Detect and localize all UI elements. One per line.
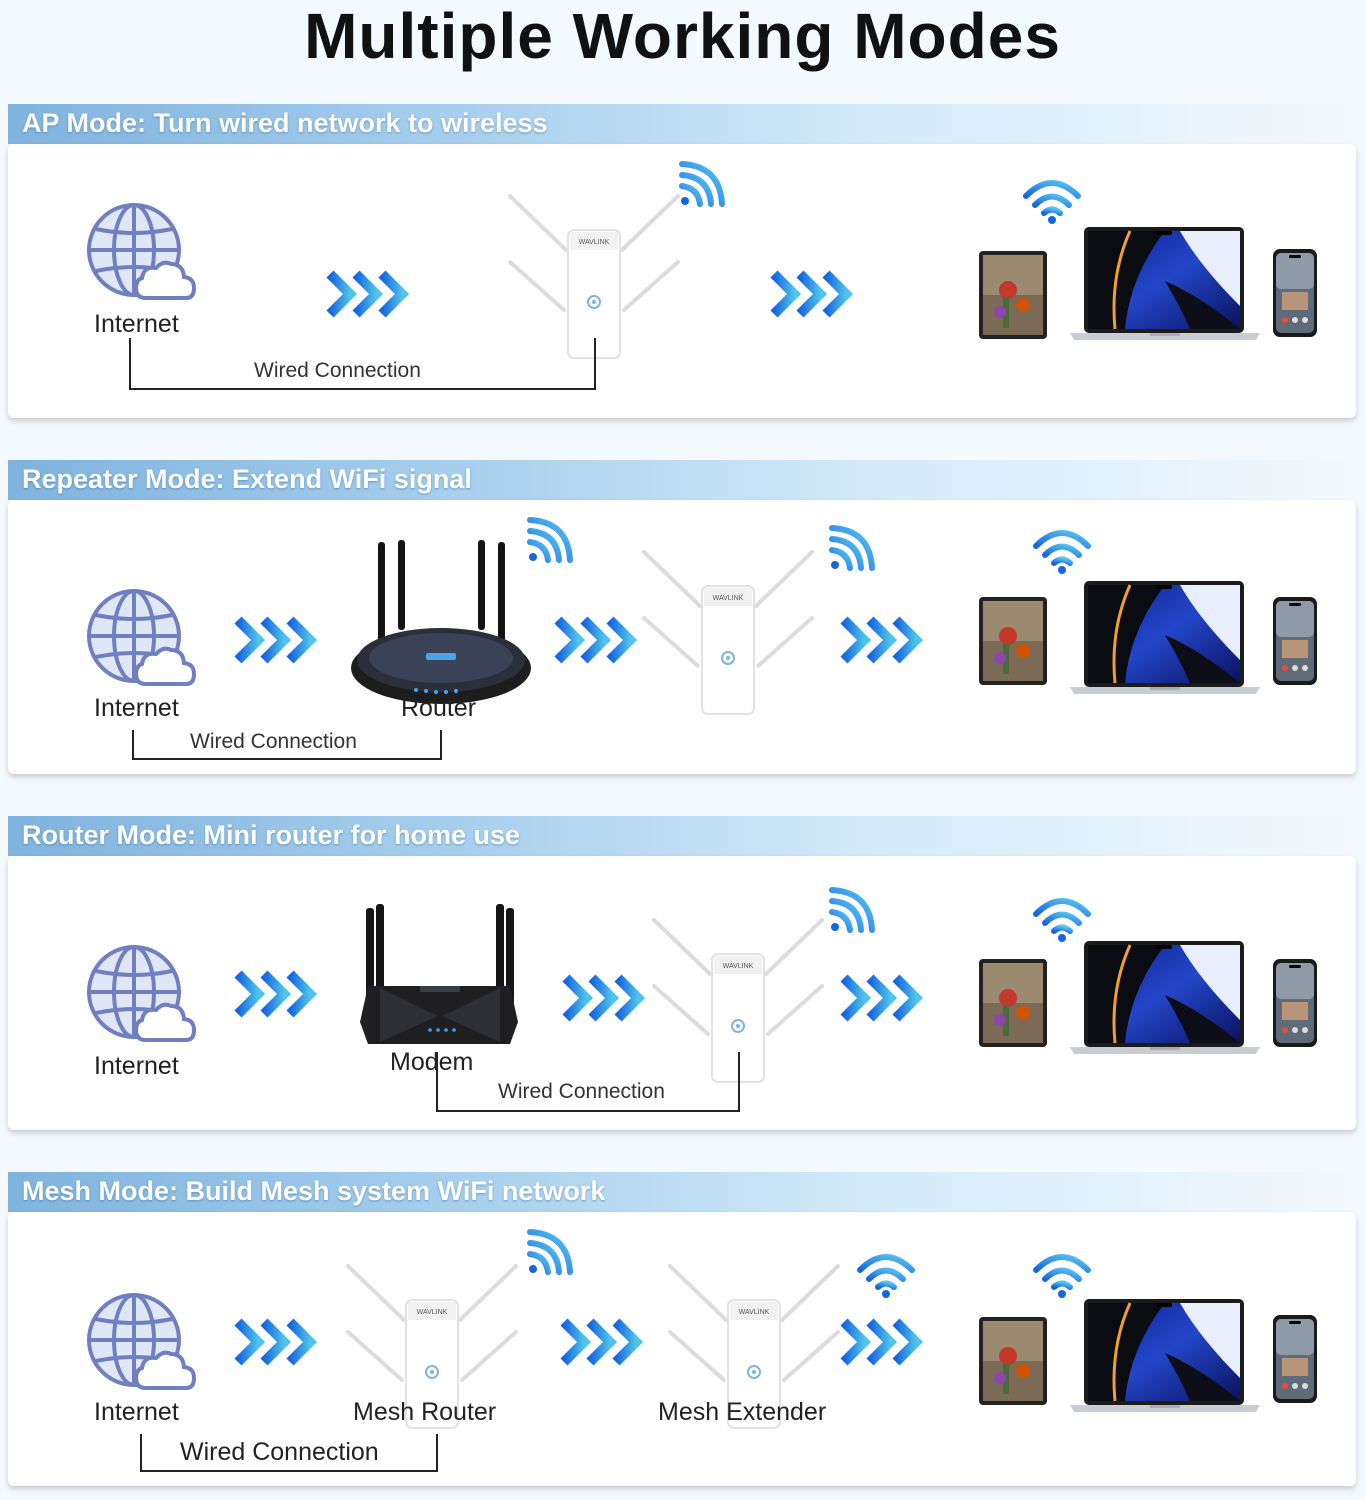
tablet-icon — [978, 250, 1048, 340]
laptop-icon — [1070, 226, 1260, 346]
laptop-icon — [1070, 940, 1260, 1060]
section-header-band: Mesh Mode: Build Mesh system WiFi networ… — [8, 1172, 1356, 1212]
phone-icon — [1272, 958, 1318, 1048]
arrow-chevrons-icon — [840, 614, 930, 666]
arrow-chevrons-icon — [560, 1316, 650, 1368]
section-heading: Mesh Mode: Build Mesh system WiFi networ… — [22, 1176, 606, 1206]
section-mesh-mode: Mesh Mode: Build Mesh system WiFi networ… — [8, 1172, 1356, 1488]
internet-label: Internet — [94, 694, 179, 722]
wifi-icon — [1022, 174, 1082, 224]
internet-label: Internet — [94, 1398, 179, 1426]
section-header-band: Router Mode: Mini router for home use — [8, 816, 1356, 856]
wifi-icon — [856, 1248, 916, 1298]
phone-icon — [1272, 596, 1318, 686]
diagram-card: Internet Mesh Router Mesh Extender Wired… — [8, 1212, 1356, 1486]
diagram-card: Internet Wired Connection — [8, 144, 1356, 418]
wired-connection-label: Wired Connection — [498, 1080, 665, 1103]
phone-icon — [1272, 248, 1318, 338]
mesh-router-label: Mesh Router — [353, 1398, 497, 1426]
router-device — [346, 540, 536, 710]
tablet-icon — [978, 596, 1048, 686]
mesh-extender-label: Mesh Extender — [658, 1398, 827, 1426]
wired-connection-line — [436, 1052, 740, 1112]
internet-label: Internet — [94, 1052, 179, 1080]
arrow-chevrons-icon — [840, 1316, 930, 1368]
arrow-chevrons-icon — [234, 968, 324, 1020]
wifi-icon — [826, 524, 876, 574]
phone-icon — [1272, 1314, 1318, 1404]
globe-cloud-icon — [86, 588, 196, 688]
arrow-chevrons-icon — [554, 614, 644, 666]
page-title: Multiple Working Modes — [304, 0, 1061, 72]
wifi-icon — [1032, 1248, 1092, 1298]
extender-device — [638, 548, 818, 718]
globe-cloud-icon — [86, 202, 196, 302]
extender-device — [504, 192, 684, 362]
wifi-icon — [1032, 892, 1092, 942]
laptop-icon — [1070, 1298, 1260, 1418]
wired-connection-label: Wired Connection — [190, 730, 357, 753]
diagram-card: Internet Router Wired Connection — [8, 500, 1356, 774]
wired-connection-line — [140, 1434, 438, 1472]
modem-label: Modem — [390, 1048, 474, 1076]
section-router-mode: Router Mode: Mini router for home use In… — [8, 816, 1356, 1132]
section-ap-mode: AP Mode: Turn wired network to wireless … — [8, 104, 1356, 420]
internet-label: Internet — [94, 310, 179, 338]
arrow-chevrons-icon — [234, 614, 324, 666]
router-label: Router — [401, 694, 477, 722]
wifi-icon — [826, 886, 876, 936]
section-heading: Repeater Mode: Extend WiFi signal — [22, 464, 472, 494]
wifi-icon — [1032, 524, 1092, 574]
wired-connection-label: Wired Connection — [252, 359, 423, 383]
wired-connection-label: Wired Connection — [180, 1438, 379, 1466]
arrow-chevrons-icon — [326, 268, 416, 320]
tablet-icon — [978, 1316, 1048, 1406]
arrow-chevrons-icon — [840, 972, 930, 1024]
wifi-icon — [524, 1228, 574, 1278]
globe-cloud-icon — [86, 944, 196, 1044]
wired-connection-line — [129, 338, 596, 390]
section-header-band: Repeater Mode: Extend WiFi signal — [8, 460, 1356, 500]
arrow-chevrons-icon — [770, 268, 860, 320]
wired-connection-line — [132, 730, 442, 760]
arrow-chevrons-icon — [234, 1316, 324, 1368]
section-header-band: AP Mode: Turn wired network to wireless — [8, 104, 1356, 144]
globe-cloud-icon — [86, 1292, 196, 1392]
laptop-icon — [1070, 580, 1260, 700]
wifi-icon — [676, 160, 726, 210]
arrow-chevrons-icon — [562, 972, 652, 1024]
section-repeater-mode: Repeater Mode: Extend WiFi signal Intern… — [8, 460, 1356, 776]
tablet-icon — [978, 958, 1048, 1048]
section-heading: AP Mode: Turn wired network to wireless — [22, 108, 548, 138]
diagram-card: Internet Modem Wired Connection — [8, 856, 1356, 1130]
section-heading: Router Mode: Mini router for home use — [22, 820, 521, 850]
wifi-icon — [524, 516, 574, 566]
